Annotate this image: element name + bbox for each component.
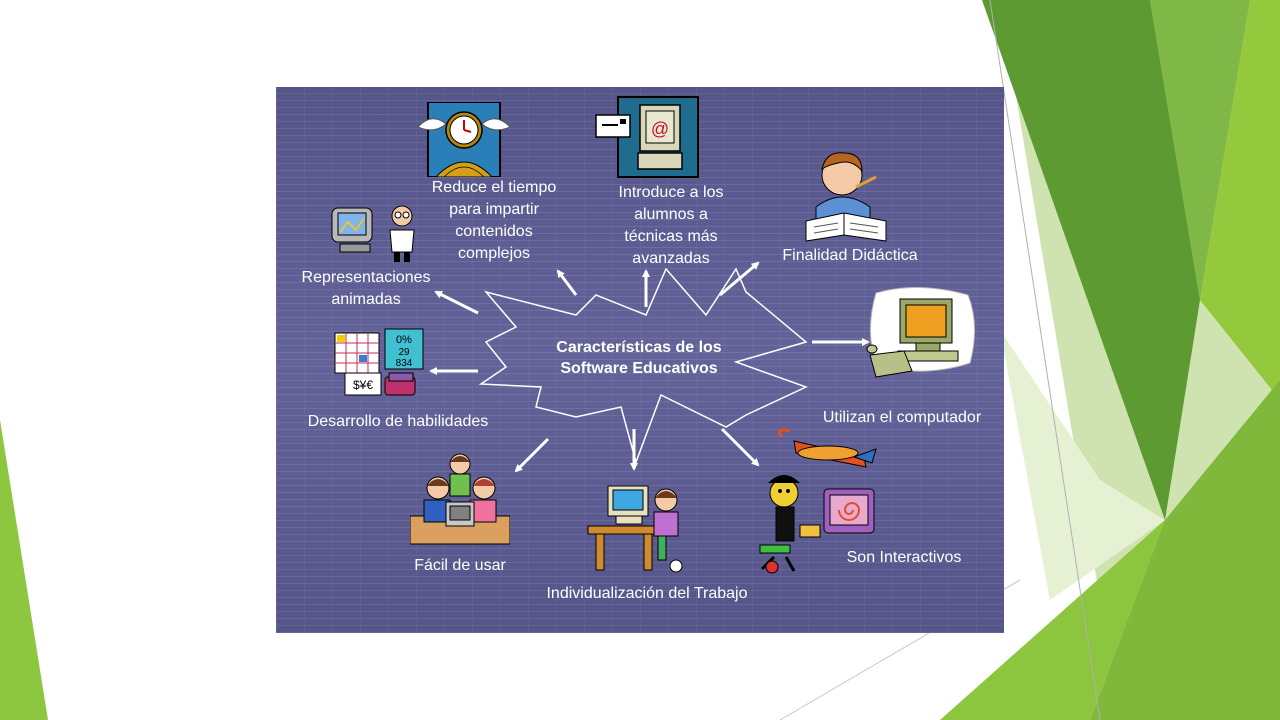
right-shard-mid [1150,0,1250,300]
node-son-interactivos: Son Interactivos [846,549,962,566]
arrow-finalidad [719,261,760,297]
right-shard-pale [1000,330,1165,600]
interactive-media-icon [759,428,877,574]
children-at-computer-icon [410,453,510,545]
arrow-representaciones [434,290,479,315]
arrow-facil [514,437,550,473]
right-shard-lower [1090,380,1280,720]
node-representaciones: Representaciones animadas [301,269,431,308]
winged-clock-icon [418,102,510,177]
left-green-shard [0,420,48,720]
desktop-computer-icon [866,287,976,378]
diagram-connectors [429,261,870,473]
node-reduce-tiempo: Reduce el tiempo para impartir contenido… [431,179,557,262]
svg-text:@: @ [651,119,669,139]
diagram-center-title: Características de los Software Educativ… [556,339,722,377]
thin-guide-line [989,0,1101,720]
student-studying-icon [805,152,887,242]
right-shard-bottom [940,520,1165,720]
svg-text:834: 834 [396,358,413,369]
child-at-desk-icon [587,485,683,573]
arrow-interactivos [720,427,760,467]
svg-text:0%: 0% [396,334,412,346]
email-computer-icon: @ [595,96,699,178]
right-shard-bright [1200,0,1280,400]
node-individualizacion: Individualización del Trabajo [546,585,748,602]
node-desarrollo-habilidades: Desarrollo de habilidades [307,413,489,430]
diagram-panel: @ 0% 29 834 $¥€ [276,87,1004,633]
center-starburst [478,267,808,465]
svg-text:29: 29 [398,347,410,358]
math-charts-icon: 0% 29 834 $¥€ [334,328,424,396]
right-shard-dark [982,0,1200,520]
svg-text:$¥€: $¥€ [353,378,373,392]
node-finalidad-didactica: Finalidad Didáctica [782,247,918,264]
node-introduce-tecnicas: Introduce a los alumnos a técnicas más a… [618,184,724,267]
node-utilizan-computador: Utilizan el computador [822,409,982,426]
person-with-computer-icon [331,205,415,262]
node-facil-usar: Fácil de usar [414,557,506,574]
arrow-reduce-tiempo [556,269,578,296]
